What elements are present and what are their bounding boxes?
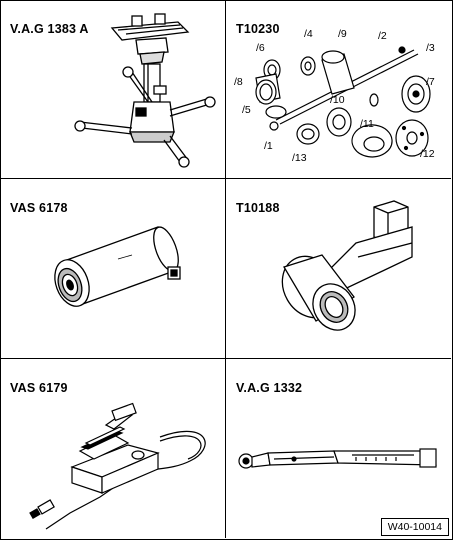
callout: /6 [256, 42, 265, 54]
torque-wrench-illustration [238, 448, 437, 469]
tool-code: VAS 6179 [10, 381, 68, 395]
column-divider [225, 0, 226, 538]
tool-code: T10230 [236, 22, 280, 36]
callout: /7 [426, 76, 435, 88]
callout: /11 [360, 118, 374, 130]
row-divider-2 [0, 358, 451, 359]
callout: /5 [242, 104, 251, 116]
figure-reference: W40-10014 [380, 518, 449, 536]
callout: /9 [338, 28, 347, 40]
callout: /4 [304, 28, 313, 40]
panel-t10230: T10230 [226, 0, 451, 178]
transmission-jack-illustration [74, 13, 216, 168]
callout: /10 [330, 94, 345, 106]
panel-vag-1332: V.A.G 1332 [226, 359, 451, 538]
foot-pump-illustration [29, 402, 206, 530]
tool-code: V.A.G 1383 A [10, 22, 89, 36]
callout: /8 [234, 76, 243, 88]
hydraulic-cylinder-illustration [54, 226, 181, 307]
callout: /1 [264, 140, 273, 152]
callout: /3 [426, 42, 435, 54]
t10230-kit-illustration [255, 46, 431, 158]
panel-t10188: T10188 [226, 179, 451, 358]
row-divider-1 [0, 178, 451, 179]
callout: /2 [378, 30, 387, 42]
panel-vas-6179: VAS 6179 [0, 359, 225, 538]
tool-code: V.A.G 1332 [236, 381, 303, 395]
callout: /12 [420, 148, 435, 160]
tool-code: T10188 [236, 201, 280, 215]
panel-vas-6178: VAS 6178 [0, 179, 225, 358]
panel-vag-1383a: V.A.G 1383 A [0, 0, 225, 178]
callout: /13 [292, 152, 307, 164]
t10188-wrench-illustration [281, 200, 413, 331]
tool-code: VAS 6178 [10, 201, 68, 215]
